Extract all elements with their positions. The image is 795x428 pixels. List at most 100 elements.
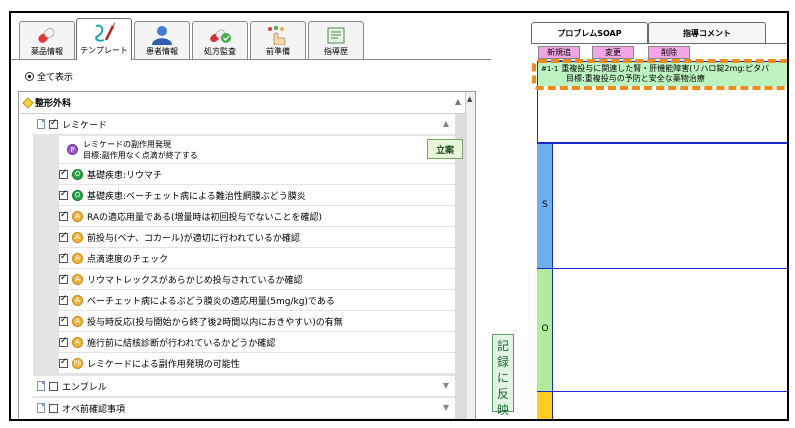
tab-guidance-comment[interactable]: 指導コメント	[648, 22, 766, 44]
item-checkbox[interactable]	[59, 294, 68, 305]
list-item[interactable]: O 基礎疾患:リウマチ	[59, 164, 455, 185]
tab-patient-info[interactable]: 患者情報	[134, 21, 190, 59]
item-checkbox[interactable]	[59, 210, 68, 221]
plan-badge-icon: P	[67, 144, 78, 155]
soap-subjective-section[interactable]: S	[537, 143, 787, 268]
item-label: ベーチェット病によるぶどう膜炎の適応用量(5mg/kg)である	[87, 296, 335, 307]
expand-down-icon[interactable]: ▼	[442, 403, 449, 412]
tab-label: 指導歴	[324, 47, 348, 56]
soap-s-label: S	[537, 144, 553, 268]
item-checkbox[interactable]	[59, 168, 68, 179]
pill-audit-icon	[210, 29, 231, 43]
group-label: レミケード	[62, 120, 108, 131]
assessment-badge-icon: A	[72, 336, 83, 348]
tab-divider	[531, 43, 787, 44]
item-label: リウマトレックスがあらかじめ投与されているか確認	[87, 275, 303, 286]
plan-title: レミケードの副作用発現	[83, 139, 171, 149]
plan-item[interactable]: P レミケードの副作用発現 目標:副作用なく点滴が終了する 立案	[59, 136, 463, 164]
soap-objective-section[interactable]: O	[537, 268, 787, 391]
show-all-label: 全て表示	[37, 73, 74, 83]
objective-badge-icon: O	[72, 189, 83, 201]
tab-label: 処方監査	[204, 47, 236, 56]
item-checkbox[interactable]	[59, 357, 68, 368]
category-panel: レミケード ▲ P レミケードの副作用発現 目標:副作用なく点滴が終了する 立案…	[33, 114, 467, 419]
scroll-up-icon[interactable]: ▲	[467, 95, 473, 103]
tab-problem-soap[interactable]: プロブレムSOAP	[531, 22, 648, 44]
list-item[interactable]: A 前投与(ベナ、コカール)が適切に行われているか確認	[59, 227, 455, 248]
list-item[interactable]: Pb レミケードによる副作用発現の可能性	[59, 353, 455, 374]
capsule-icon	[38, 28, 55, 43]
item-checkbox[interactable]	[59, 189, 68, 200]
tab-label: 前準備	[266, 47, 290, 56]
soap-tab-bar: プロブレムSOAP 指導コメント	[531, 22, 771, 44]
tab-bar: 薬品情報 テンプレート 患者情報	[11, 13, 491, 60]
template-tree: ▲ 整形外科 ▲ レミケード ▲ P レミケードの副作用発現 目標:副作用なく点…	[18, 91, 476, 419]
assessment-badge-icon: A	[72, 252, 83, 264]
objective-badge-icon: O	[72, 168, 83, 180]
radio-selected-icon	[25, 72, 34, 81]
tab-label: 患者情報	[146, 47, 178, 56]
collapse-up-icon[interactable]: ▲	[442, 119, 449, 128]
syringe-icon	[95, 22, 116, 42]
soap-a-label	[537, 392, 553, 419]
item-label: 基礎疾患:ベーチェット病による難治性網膜ぶどう膜炎	[87, 191, 306, 202]
document-icon	[37, 119, 45, 129]
item-checkbox[interactable]	[59, 273, 68, 284]
assessment-badge-icon: A	[72, 231, 83, 243]
assessment-badge-icon: A	[72, 210, 83, 222]
collapse-up-icon[interactable]: ▲	[454, 97, 461, 106]
record-to-soap-button[interactable]: 記録に反映	[492, 334, 514, 417]
edit-problem-button[interactable]: 変更	[592, 46, 634, 59]
group-checkbox[interactable]	[49, 118, 58, 129]
document-icon	[37, 403, 45, 413]
show-all-radio[interactable]: 全て表示	[25, 70, 73, 83]
item-label: 投与時反応(投与開始から終了後2時間以内におきやすい)の有無	[87, 317, 343, 328]
app-window: 薬品情報 テンプレート 患者情報	[9, 11, 789, 421]
group-row-remicade[interactable]: レミケード ▲	[33, 114, 455, 135]
group-label: オペ前確認事項	[62, 404, 126, 415]
item-checkbox[interactable]	[59, 231, 68, 242]
tab-preparation[interactable]: 前準備	[250, 21, 306, 59]
list-item[interactable]: O 基礎疾患:ベーチェット病による難治性網膜ぶどう膜炎	[59, 185, 455, 206]
list-item[interactable]: A 点滴速度のチェック	[59, 248, 455, 269]
item-checkbox[interactable]	[59, 252, 68, 263]
item-label: 基礎疾患:リウマチ	[87, 170, 163, 181]
tab-drug-info[interactable]: 薬品情報	[19, 21, 75, 59]
assessment-badge-icon: A	[72, 273, 83, 285]
group-checkbox[interactable]	[49, 403, 58, 413]
list-item[interactable]: A ベーチェット病によるぶどう膜炎の適応用量(5mg/kg)である	[59, 290, 455, 311]
list-item[interactable]: A リウマトレックスがあらかじめ投与されているか確認	[59, 269, 455, 290]
item-label: RAの適応用量である(増量時は初回投与でないことを確認)	[87, 212, 322, 223]
panel-scroll-track[interactable]	[455, 114, 467, 419]
group-checkbox[interactable]	[49, 381, 58, 391]
problem-goal: 目標:重複投与の予防と安全な薬物治療	[566, 74, 705, 83]
assessment-badge-icon: A	[72, 315, 83, 327]
tab-template[interactable]: テンプレート	[76, 18, 132, 60]
item-checkbox[interactable]	[59, 315, 68, 326]
problem-badge-icon: Pb	[72, 357, 83, 369]
list-item[interactable]: A 施行前に結核診断が行われているかどうか確認	[59, 332, 455, 353]
tab-label: テンプレート	[80, 46, 128, 55]
add-problem-button[interactable]: 新規追加	[538, 46, 580, 68]
group-row-enbrel[interactable]: エンブレル ▼	[33, 376, 455, 397]
category-label: 整形外科	[35, 99, 72, 109]
tab-prescription-audit[interactable]: 処方監査	[192, 21, 248, 59]
assessment-badge-icon: A	[72, 294, 83, 306]
category-row[interactable]: 整形外科 ▲	[19, 92, 465, 114]
document-icon	[37, 381, 45, 391]
rikkan-button[interactable]: 立案	[427, 139, 463, 159]
history-icon	[327, 27, 345, 44]
list-item[interactable]: A RAの適応用量である(増量時は初回投与でないことを確認)	[59, 206, 455, 227]
delete-problem-button[interactable]: 削除	[648, 46, 690, 59]
list-item[interactable]: A 投与時反応(投与開始から終了後2時間以内におきやすい)の有無	[59, 311, 455, 332]
tab-guidance-history[interactable]: 指導歴	[308, 21, 364, 59]
problem-title: 重複投与に関連した腎・肝機能障害(リハロ錠2mg:ピタバ	[561, 64, 770, 73]
group-row-preop[interactable]: オペ前確認事項 ▼	[33, 398, 455, 419]
expand-down-icon[interactable]: ▼	[442, 381, 449, 390]
highlight-box	[532, 59, 787, 90]
item-checkbox[interactable]	[59, 336, 68, 347]
soap-assessment-section[interactable]	[537, 391, 787, 419]
group-label: エンブレル	[62, 382, 107, 393]
